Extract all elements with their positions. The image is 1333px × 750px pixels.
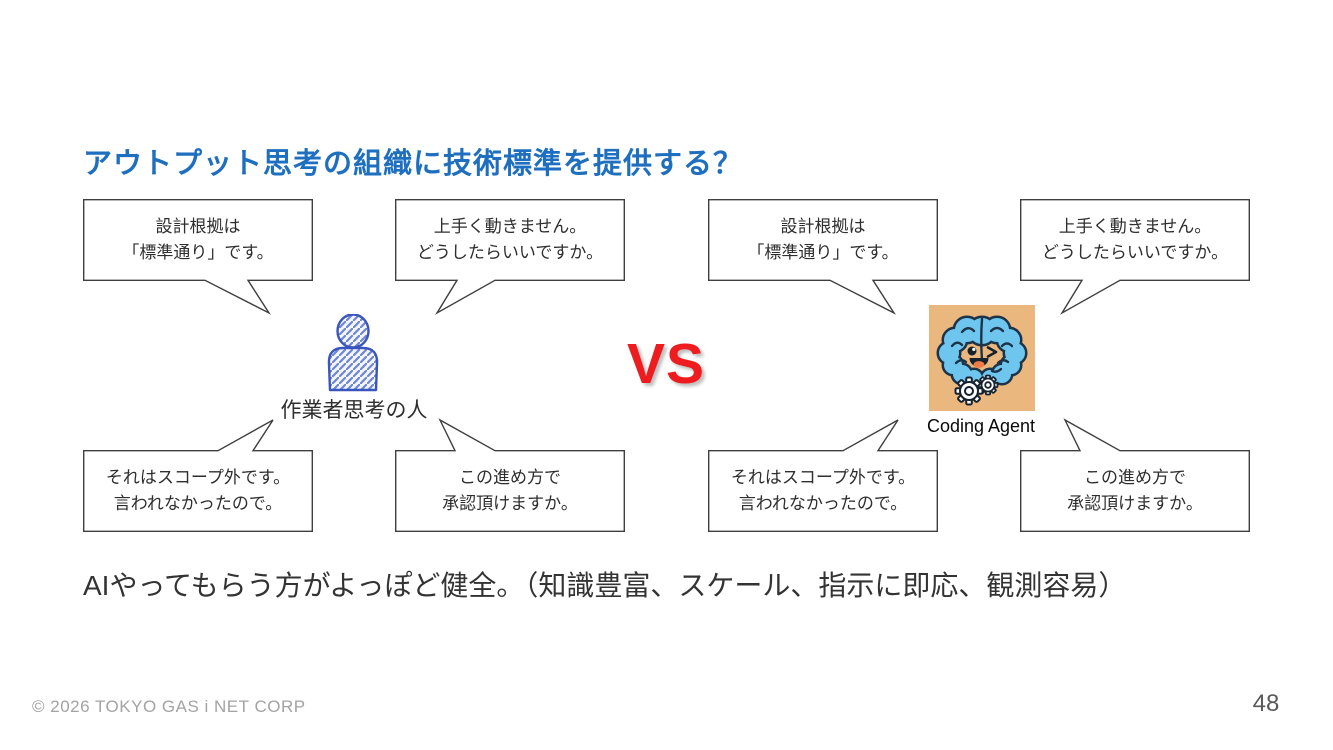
speech-bubble-shape: [1020, 199, 1250, 315]
bubble-line: 承認頂けますか。: [1067, 494, 1203, 513]
copyright-text: © 2026 TOKYO GAS i NET CORP: [32, 697, 306, 716]
speech-bubble-shape: [395, 418, 625, 532]
bubble-line: 設計根拠は: [780, 217, 866, 236]
speech-bubble-design-basis-right: 設計根拠は 「標準通り」です。: [708, 199, 938, 321]
speech-bubble-approval-right: この進め方で 承認頂けますか。: [1020, 410, 1250, 532]
bubble-line: それはスコープ外です。: [105, 468, 291, 487]
bubble-line: この進め方で: [1084, 468, 1186, 487]
human-figure-label: 作業者思考の人: [280, 399, 428, 422]
speech-bubble-not-working-left: 上手く動きません。 どうしたらいいですか。: [395, 199, 625, 321]
speech-bubble-design-basis-left: 設計根拠は 「標準通り」です。: [83, 199, 313, 321]
speech-bubble-out-of-scope-left: それはスコープ外です。 言われなかったので。: [83, 410, 313, 532]
bubble-line: 設計根拠は: [155, 217, 241, 236]
vs-label: VS: [626, 332, 706, 396]
speech-bubble-out-of-scope-right: それはスコープ外です。 言われなかったので。: [708, 410, 938, 532]
bubble-line: どうしたらいいですか。: [416, 243, 604, 262]
speech-bubble-shape: [1020, 418, 1250, 532]
bubble-line: この進め方で: [459, 468, 561, 487]
speech-bubble-shape: [708, 419, 938, 532]
person-sketch-icon: [325, 313, 381, 397]
bubble-line: 承認頂けますか。: [442, 494, 578, 513]
bubble-line: それはスコープ外です。: [730, 468, 916, 487]
bubble-line: 「標準通り」です。: [122, 243, 274, 262]
bubble-line: 「標準通り」です。: [747, 243, 899, 262]
speech-bubble-shape: [708, 199, 938, 315]
bubble-line: 言われなかったので。: [113, 494, 283, 513]
speech-bubble-shape: [83, 419, 313, 532]
brain-gears-icon: [929, 305, 1035, 416]
bubble-line: 上手く動きません。: [1058, 217, 1212, 236]
slide-title: アウトプット思考の組織に技術標準を提供する？: [83, 148, 744, 180]
agent-figure-label: Coding Agent: [926, 416, 1036, 436]
speech-bubble-not-working-right: 上手く動きません。 どうしたらいいですか。: [1020, 199, 1250, 321]
speech-bubble-shape: [83, 199, 313, 315]
page-number: 48: [1252, 690, 1280, 717]
speech-bubble-shape: [395, 199, 625, 315]
conclusion-text: AIやってもらう方がよっぽど健全。（知識豊富、スケール、指示に即応、観測容易）: [83, 570, 1127, 601]
bubble-line: 言われなかったので。: [738, 494, 908, 513]
bubble-line: 上手く動きません。: [433, 217, 587, 236]
speech-bubble-approval-left: この進め方で 承認頂けますか。: [395, 410, 625, 532]
bubble-line: どうしたらいいですか。: [1041, 243, 1229, 262]
